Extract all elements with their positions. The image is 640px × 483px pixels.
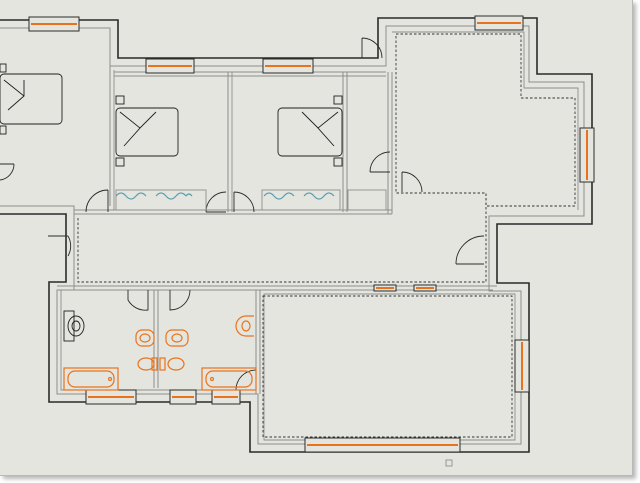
wall-bath-living <box>255 290 261 394</box>
curtains <box>115 189 387 211</box>
closet-shelf <box>347 189 387 211</box>
door-icon[interactable] <box>0 163 15 181</box>
dashed-east-wing <box>395 33 576 207</box>
wall-closet-right <box>387 72 393 214</box>
closet-shelf <box>261 189 341 211</box>
door-icon[interactable] <box>205 191 227 213</box>
windows <box>28 15 595 453</box>
door-icon[interactable] <box>361 37 383 59</box>
bathtub-icon[interactable] <box>63 367 119 391</box>
dashed-living <box>262 295 513 438</box>
door-icon[interactable] <box>48 235 72 257</box>
interior-partitions <box>57 31 579 441</box>
dashed-room-outlines <box>77 33 576 438</box>
bathtub-icon[interactable] <box>201 367 257 391</box>
entry-marker[interactable] <box>445 459 453 467</box>
exterior-walls <box>0 17 593 453</box>
wall-east-inner <box>392 31 579 210</box>
door-icon[interactable] <box>169 289 191 311</box>
door-icon[interactable] <box>455 235 485 265</box>
wall-living-inner <box>263 293 516 441</box>
bed-icon[interactable] <box>115 95 179 167</box>
door-icon[interactable] <box>85 189 109 213</box>
door-icon[interactable] <box>369 151 391 173</box>
curtain-icon <box>263 192 335 200</box>
wall-closet <box>342 72 348 212</box>
toilet-icon[interactable] <box>63 310 85 342</box>
toilet-icon[interactable] <box>159 357 185 371</box>
beds <box>0 63 343 167</box>
sink-icon[interactable] <box>135 329 155 347</box>
inner-wall-outline <box>0 25 585 445</box>
bed-icon[interactable] <box>277 95 343 167</box>
curtain-icon <box>115 192 193 200</box>
wall-bath-divider <box>153 290 159 388</box>
closet-shelf <box>115 189 207 211</box>
door-icon[interactable] <box>401 171 423 193</box>
doors <box>0 37 485 391</box>
door-icon[interactable] <box>127 290 149 311</box>
sink-icon[interactable] <box>235 315 254 337</box>
floor-plan-viewport[interactable] <box>0 0 633 476</box>
dashed-hallway <box>77 194 487 283</box>
outer-wall-outline <box>0 17 593 453</box>
bed-icon[interactable] <box>0 63 63 135</box>
door-icon[interactable] <box>233 191 255 213</box>
sink-icon[interactable] <box>165 329 189 347</box>
bathroom-fixtures <box>63 310 257 391</box>
toilet-icon[interactable] <box>137 357 158 371</box>
floor-plan-canvas[interactable] <box>0 0 632 475</box>
